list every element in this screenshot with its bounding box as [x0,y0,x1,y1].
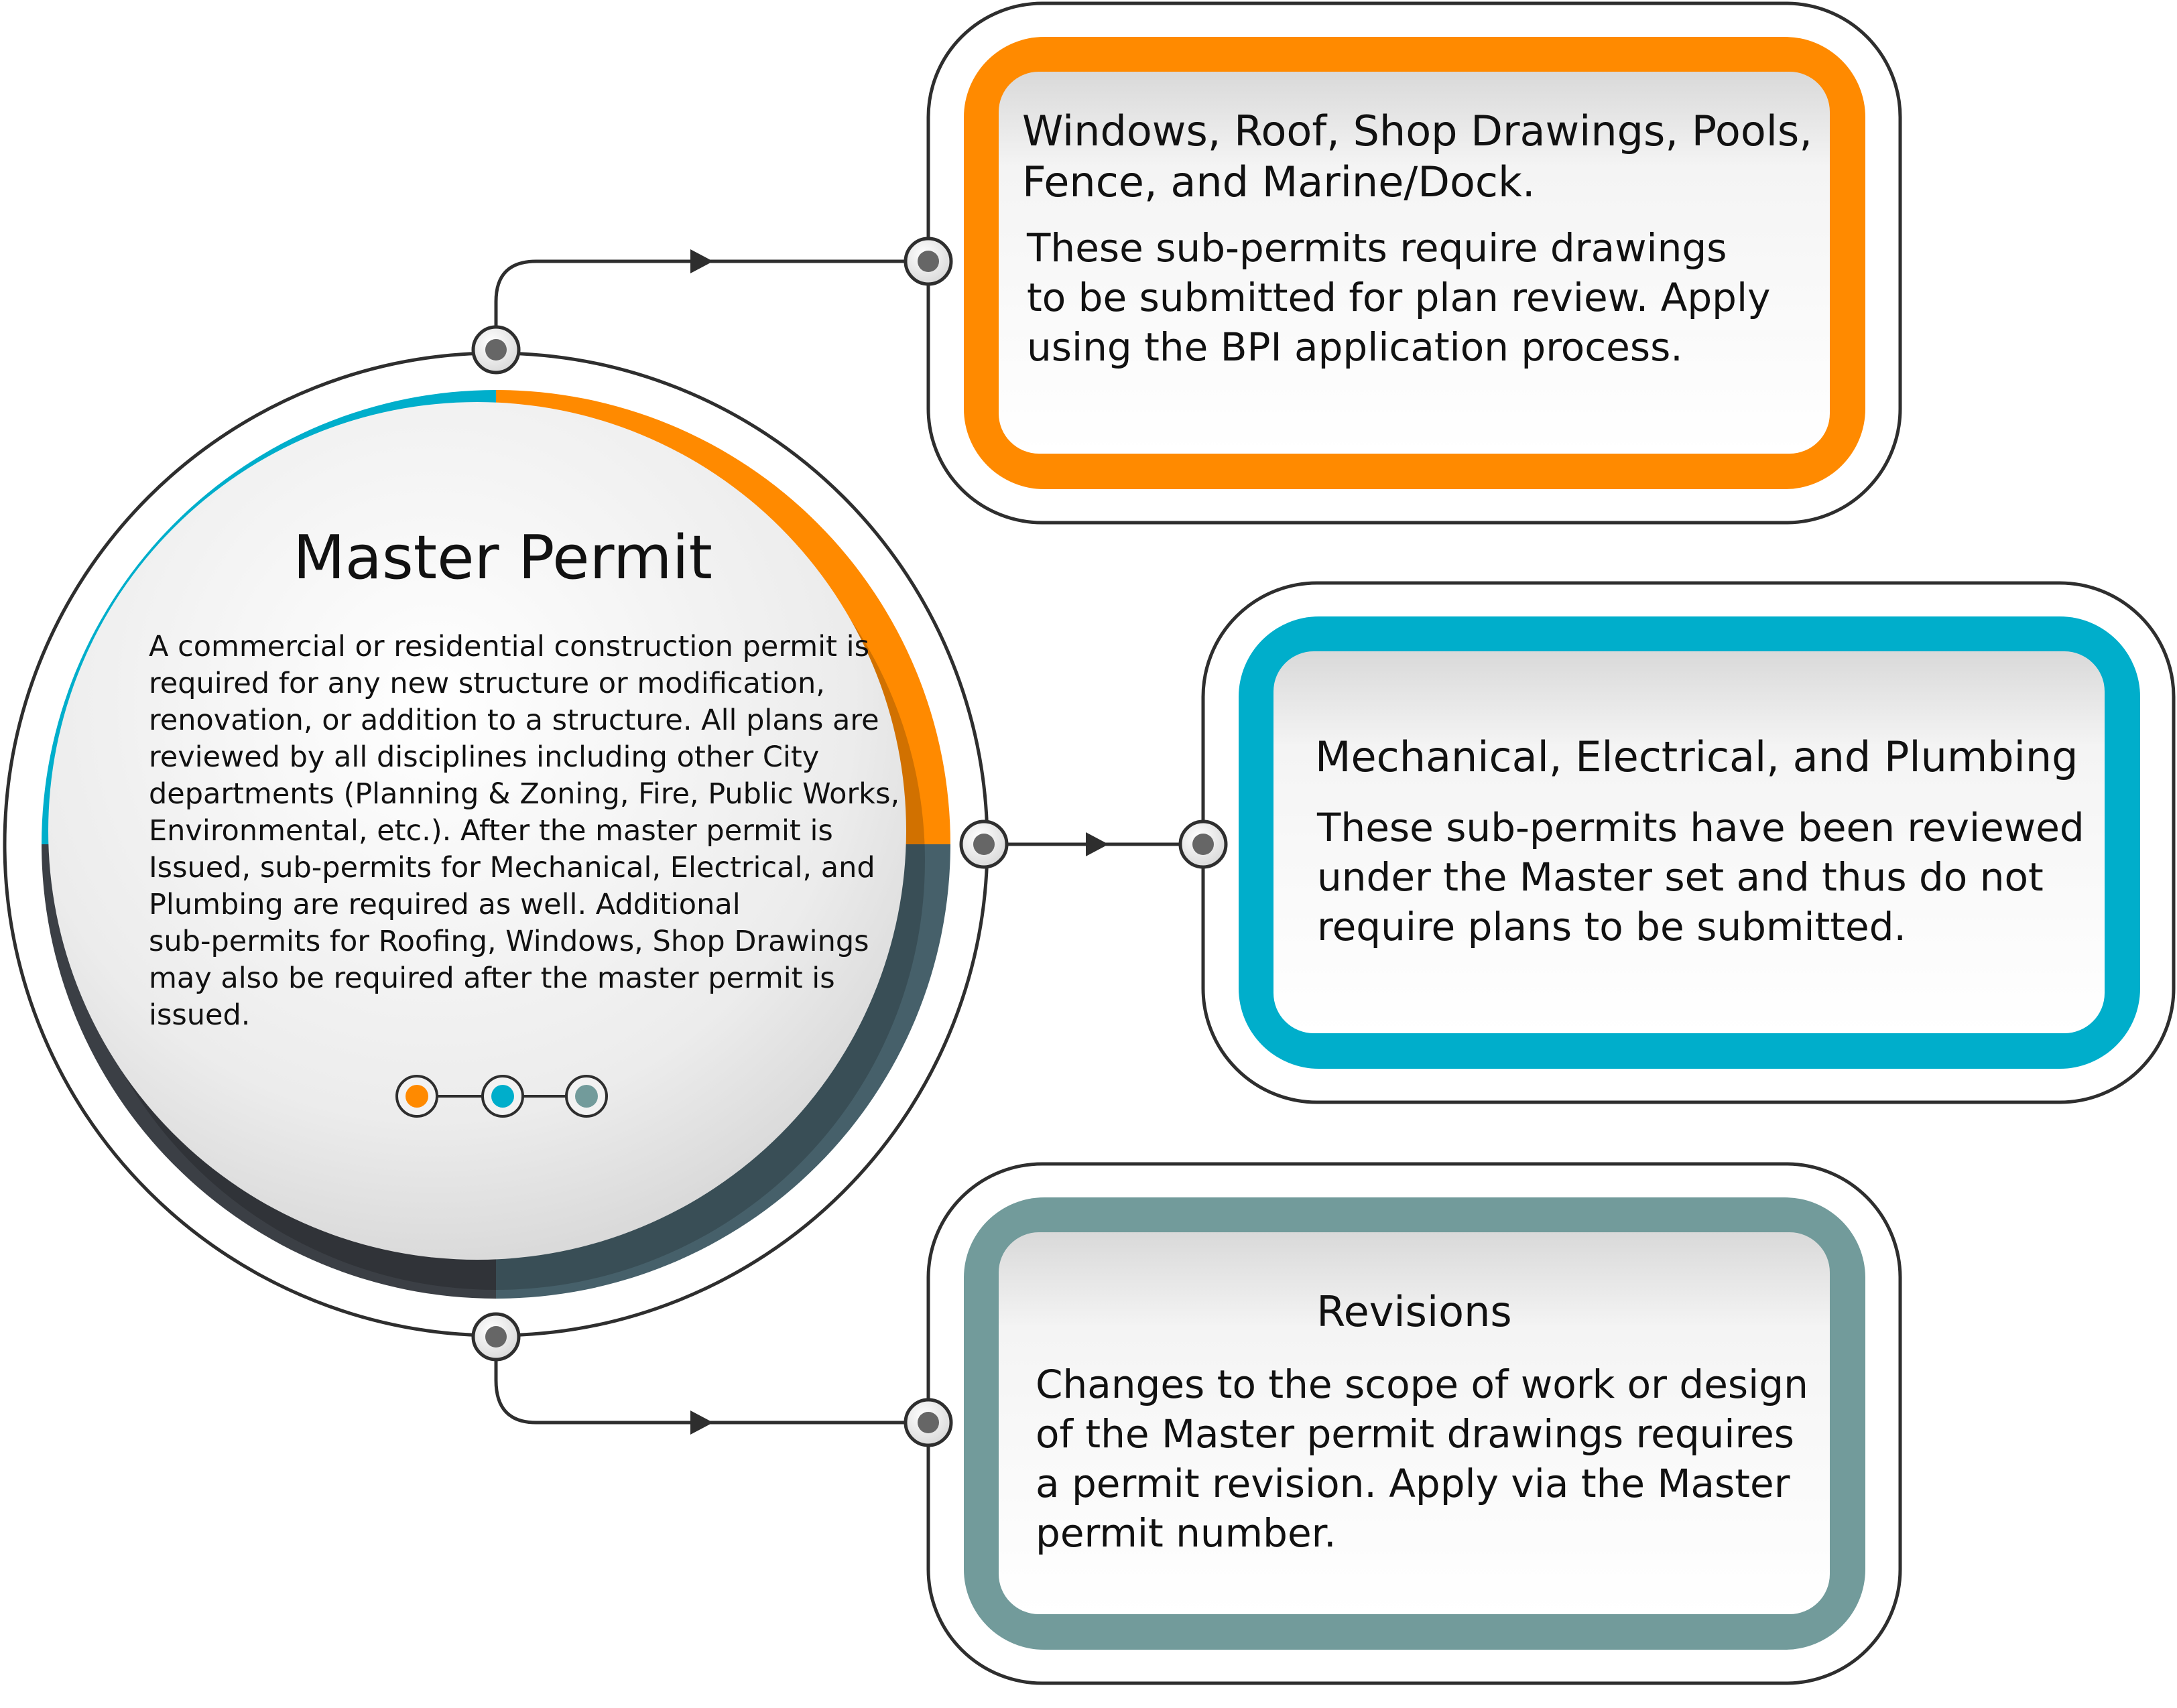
arrow-head-top [690,249,713,273]
revisions-body: Changes to the scope of work or design o… [1036,1362,1808,1556]
master-permit-description: A commercial or residential construction… [149,630,900,1032]
box-plan-review [926,1,1902,525]
node-master-right [959,819,1009,869]
box-plan-review-panel [999,72,1830,454]
node-master-bottom [471,1312,521,1362]
mep-heading: Mechanical, Electrical, and Plumbing [1315,732,2078,781]
indicator-dot-3 [565,1075,608,1118]
plan-review-body: These sub-permits require drawings to be… [1027,225,1771,370]
connector-top [494,259,928,348]
node-master-top [471,325,521,375]
connector-bottom [494,1340,928,1425]
node-box-revisions [904,1398,953,1447]
mep-body: These sub-permits have been reviewed und… [1317,805,2085,949]
connector-nodes [471,237,1228,1447]
box-mep-panel [1273,651,2105,1033]
arrow-head-bottom [690,1410,713,1435]
box-mep [1201,581,2176,1104]
revisions-heading: Revisions [1316,1287,1512,1336]
box-revisions [926,1162,1902,1685]
indicator-dots [395,1075,608,1118]
node-box-plan-review [904,237,953,286]
master-permit-title: Master Permit [293,523,712,593]
box-revisions-panel [999,1232,1830,1614]
indicator-dot-1 [395,1075,438,1118]
connector-arrows [690,249,1109,1435]
node-box-mep [1178,819,1228,869]
plan-review-heading: Windows, Roof, Shop Drawings, Pools, Fen… [1022,107,1813,206]
arrow-head-middle [1086,832,1109,856]
master-disc [48,402,906,1260]
master-circle [3,351,989,1337]
indicator-dot-2 [481,1075,524,1118]
